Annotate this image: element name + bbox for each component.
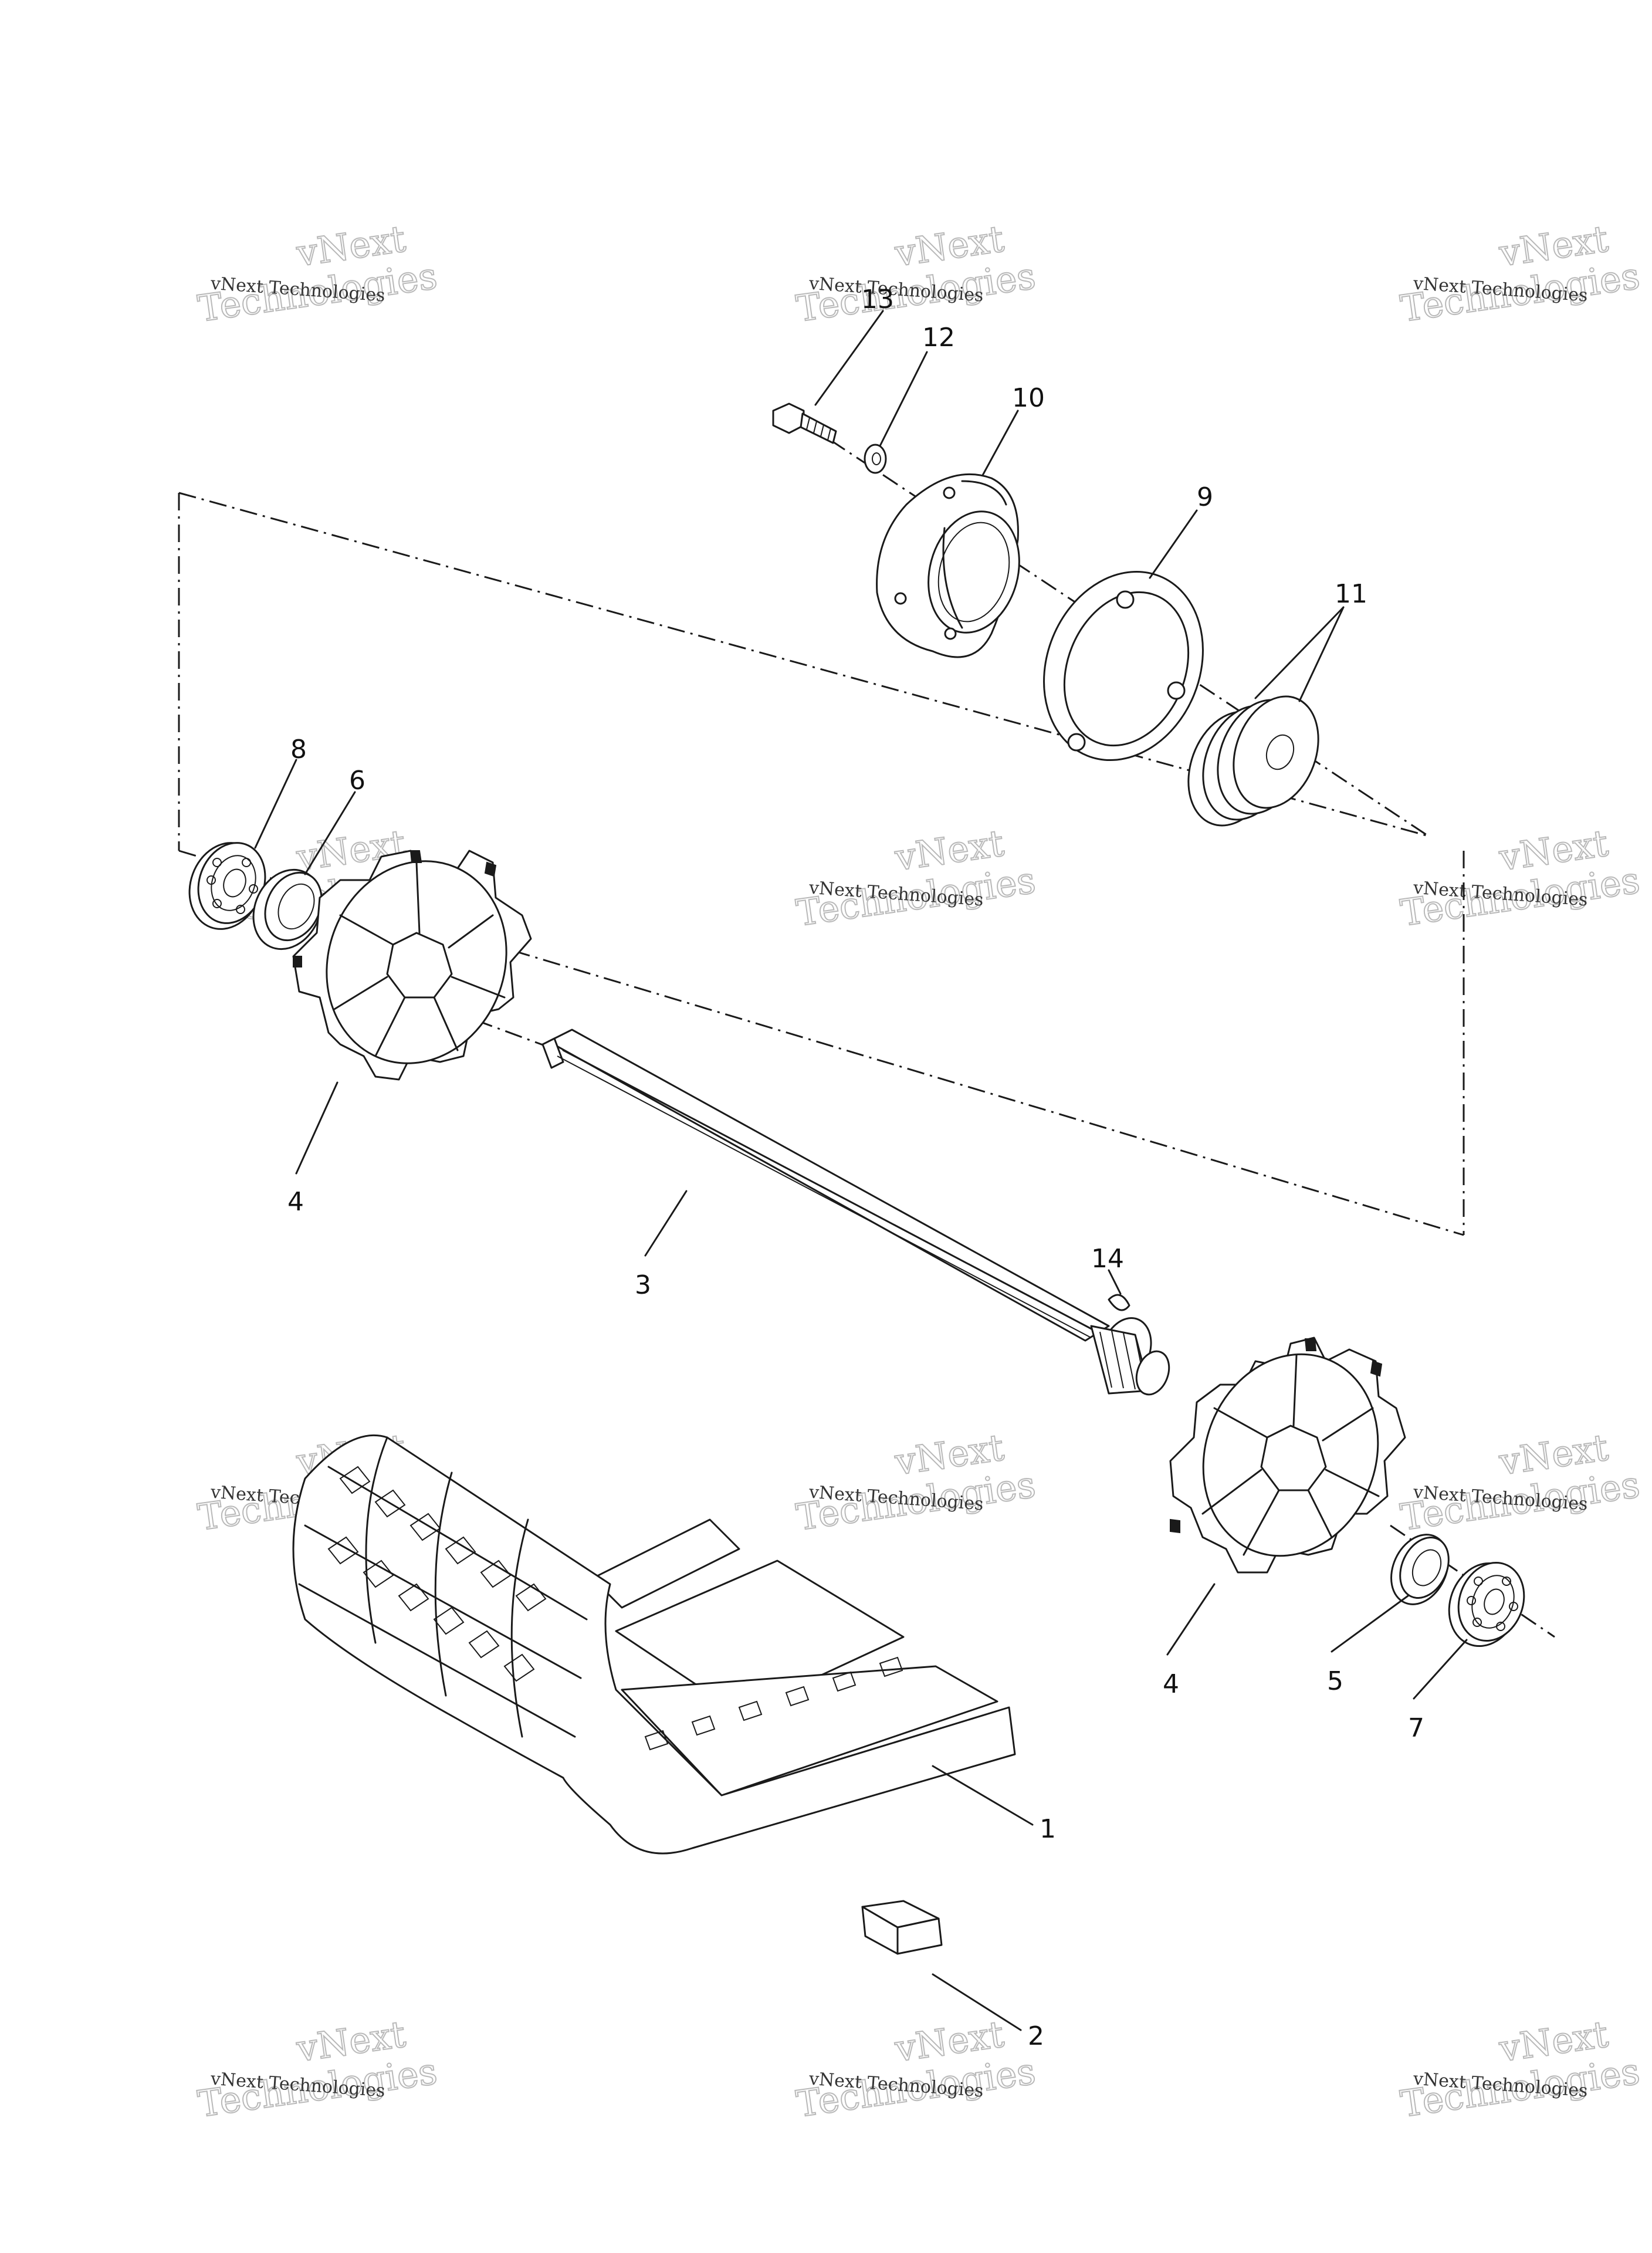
- leader-2: [932, 1973, 1022, 2031]
- track-clip-part-2: [861, 1900, 943, 1955]
- callout-9: 9: [1197, 482, 1213, 512]
- seals-part-11: [1187, 695, 1319, 827]
- callout-5: 5: [1327, 1666, 1343, 1696]
- leader-8: [254, 759, 297, 849]
- leader-12: [879, 351, 928, 447]
- leader-9: [1149, 509, 1198, 579]
- callout-8: 8: [290, 735, 307, 764]
- leader-3: [644, 1190, 688, 1257]
- callout-7: 7: [1408, 1713, 1424, 1743]
- leader-10: [981, 410, 1019, 476]
- callout-11: 11: [1335, 579, 1367, 609]
- retainer-plate-part-9: [1043, 570, 1204, 762]
- callout-4-right: 4: [1163, 1669, 1179, 1699]
- drive-shaft-part-3: [541, 1029, 1170, 1396]
- track-part-1: [292, 1434, 1016, 1855]
- callout-3: 3: [635, 1270, 651, 1300]
- leader-4-left: [295, 1081, 338, 1175]
- bearing-part-7: [1448, 1561, 1525, 1648]
- washer-part-12: [864, 444, 887, 474]
- seal-ring-part-5: [1390, 1534, 1450, 1605]
- callout-13: 13: [861, 285, 894, 314]
- leader-14: [1108, 1269, 1122, 1295]
- callout-14: 14: [1091, 1244, 1124, 1274]
- guide-shaft-left: [445, 1008, 558, 1051]
- leader-7: [1413, 1639, 1468, 1700]
- leader-13: [814, 310, 884, 406]
- leader-lines: [254, 310, 1468, 2031]
- sprocket-right-part-4: [1169, 1337, 1406, 1574]
- bolt-part-13: [772, 402, 837, 444]
- leader-11b: [1298, 606, 1345, 702]
- bearing-housing-part-10: [876, 473, 1020, 658]
- callout-6: 6: [349, 766, 365, 796]
- callout-10: 10: [1012, 383, 1045, 413]
- leader-6: [304, 791, 356, 875]
- callout-2: 2: [1028, 2021, 1044, 2051]
- callout-12: 12: [922, 323, 955, 353]
- seal-ring-part-6: [252, 868, 323, 950]
- callout-1: 1: [1040, 1814, 1056, 1844]
- leader-4-right: [1166, 1583, 1216, 1656]
- callout-labels: 1 2 3 4 4 5 6 7 8 9 10 11 12 13 14: [287, 285, 1424, 2051]
- leader-5: [1331, 1595, 1409, 1653]
- callout-4-left: 4: [287, 1187, 304, 1217]
- leader-1: [932, 1765, 1034, 1826]
- sprocket-left-part-4: [292, 850, 532, 1081]
- leader-11a: [1254, 606, 1345, 699]
- key-part-14: [1108, 1294, 1130, 1311]
